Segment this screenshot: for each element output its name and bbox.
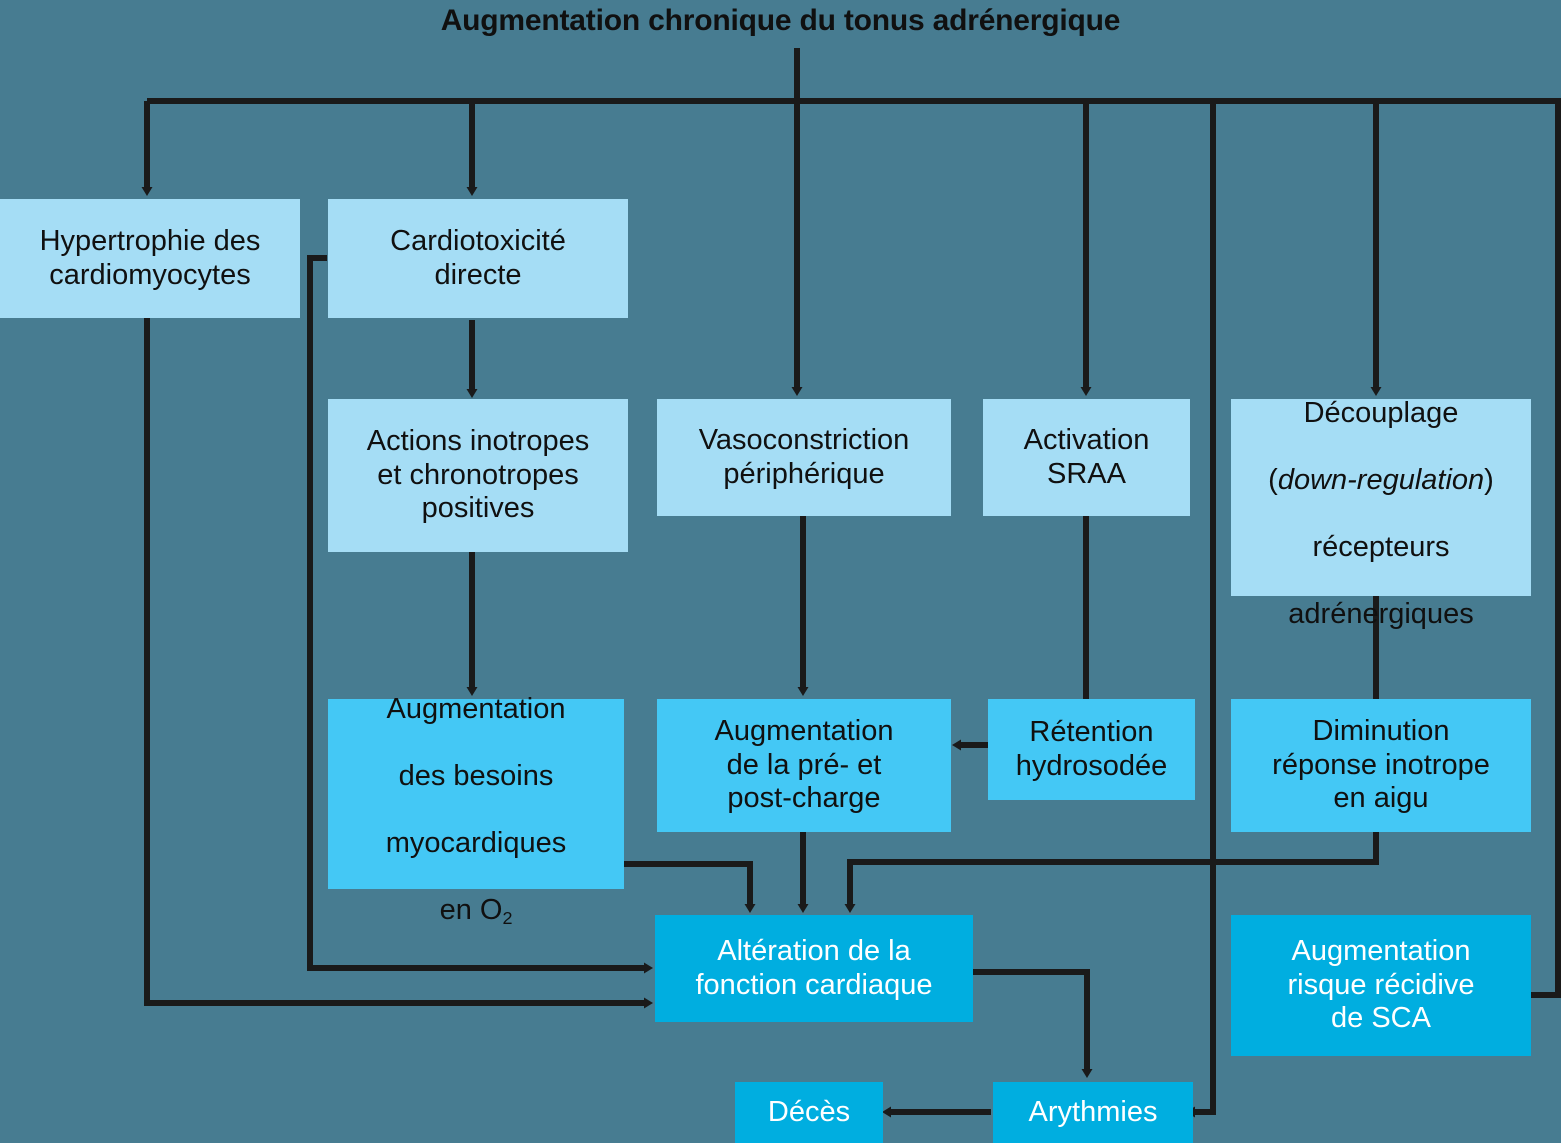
node-decouplage-line4: adrénergiques xyxy=(1288,598,1474,631)
node-augmentation-risque-recidive-sca-label: Augmentation risque récidive de SCA xyxy=(1287,935,1475,1035)
node-besoins-line3: myocardiques xyxy=(385,827,567,859)
diagram-title: Augmentation chronique du tonus adrénerg… xyxy=(440,4,1121,37)
node-augmentation-risque-recidive-sca[interactable]: Augmentation risque récidive de SCA xyxy=(1231,915,1531,1056)
node-hypertrophie[interactable]: Hypertrophie des cardiomyocytes xyxy=(0,199,300,318)
node-diminution-reponse-inotrope-label: Diminution réponse inotrope en aigu xyxy=(1272,715,1490,815)
node-activation-sraa[interactable]: Activation SRAA xyxy=(983,399,1190,516)
node-retention-hydrosodee-label: Rétention hydrosodée xyxy=(1015,715,1168,782)
edge-title-to-recidive-sca xyxy=(1522,101,1561,1001)
node-deces[interactable]: Décès xyxy=(735,1082,883,1143)
node-cardiotoxicite-directe-label: Cardiotoxicité directe xyxy=(390,224,566,291)
edge-besoins-o2-to-alteration xyxy=(624,861,756,913)
node-arythmies[interactable]: Arythmies xyxy=(993,1082,1193,1143)
node-activation-sraa-label: Activation SRAA xyxy=(1023,423,1150,490)
node-besoins-subscript: 2 xyxy=(502,908,513,929)
node-diminution-reponse-inotrope[interactable]: Diminution réponse inotrope en aigu xyxy=(1231,699,1531,832)
node-actions-inotropes[interactable]: Actions inotropes et chronotropes positi… xyxy=(328,399,628,552)
node-besoins-line1: Augmentation xyxy=(386,692,566,725)
node-hypertrophie-label: Hypertrophie des cardiomyocytes xyxy=(39,224,261,291)
node-vasoconstriction-peripherique-label: Vasoconstriction périphérique xyxy=(698,423,910,490)
node-cardiotoxicite-directe[interactable]: Cardiotoxicité directe xyxy=(328,199,628,318)
node-vasoconstriction-peripherique[interactable]: Vasoconstriction périphérique xyxy=(657,399,951,516)
node-decouplage-line1: Découplage xyxy=(1303,396,1459,429)
node-decouplage-line2-emphasis: down-regulation xyxy=(1277,463,1485,496)
edge-title-to-arythmies xyxy=(1186,101,1216,1118)
node-decouplage-line3: récepteurs xyxy=(1312,531,1450,564)
edge-diminution-to-alteration xyxy=(844,832,1379,913)
node-arythmies-label: Arythmies xyxy=(1028,1095,1158,1128)
node-retention-hydrosodee[interactable]: Rétention hydrosodée xyxy=(988,699,1195,800)
node-decouplage-recepteurs[interactable]: Découplage (down-regulation) récepteurs … xyxy=(1231,396,1531,630)
node-alteration-fonction-cardiaque-label: Altération de la fonction cardiaque xyxy=(695,934,933,1001)
node-deces-label: Décès xyxy=(767,1095,851,1128)
edge-alteration-to-arythmies xyxy=(972,969,1093,1078)
node-besoins-line4: en O xyxy=(439,894,503,927)
node-actions-inotropes-label: Actions inotropes et chronotropes positi… xyxy=(366,425,590,525)
node-decouplage-line2-open: ( xyxy=(1268,463,1278,496)
node-besoins-myocardiques-o2[interactable]: Augmentation des besoins myocardiques en… xyxy=(328,693,624,928)
node-decouplage-line2-close: ) xyxy=(1484,463,1494,496)
node-besoins-line2: des besoins xyxy=(398,759,554,792)
node-augmentation-pre-post-charge-label: Augmentation de la pré- et post-charge xyxy=(714,715,894,815)
node-alteration-fonction-cardiaque[interactable]: Altération de la fonction cardiaque xyxy=(655,915,973,1022)
node-augmentation-pre-post-charge[interactable]: Augmentation de la pré- et post-charge xyxy=(657,699,951,832)
